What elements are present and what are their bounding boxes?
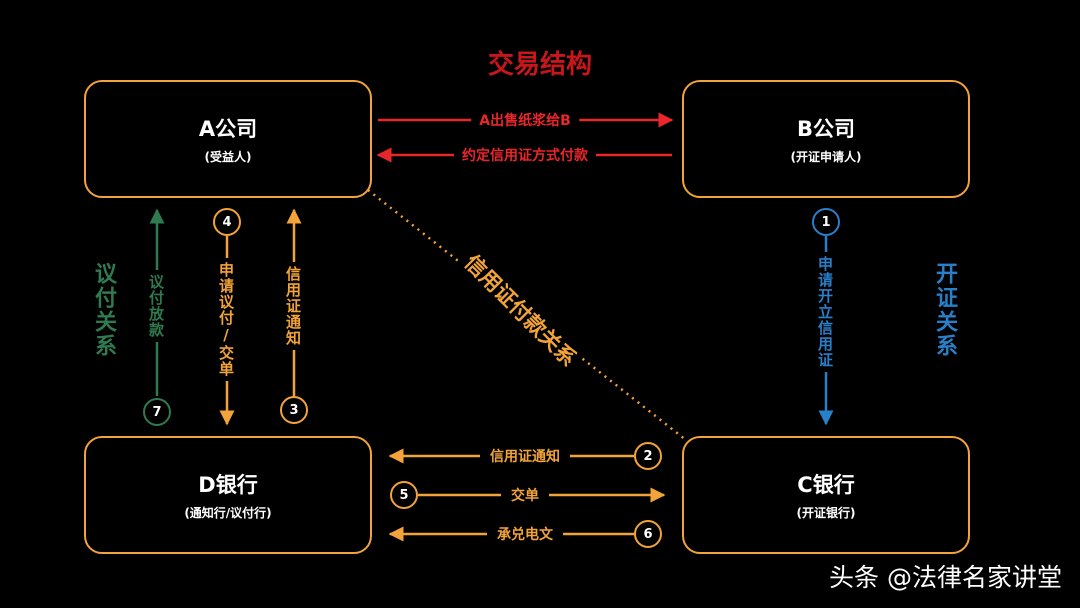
label-d-to-a-payment: 议付放款	[147, 270, 165, 342]
box-b-name: B公司	[796, 117, 855, 141]
label-a-to-b: A出售纸浆给B	[471, 110, 579, 130]
watermark: 头条 @法律名家讲堂	[829, 563, 1062, 592]
box-a-name: A公司	[198, 117, 258, 141]
side-label-issuance: 开证关系	[932, 258, 957, 362]
label-b-to-c-apply: 申请开立信用证	[816, 252, 834, 372]
label-c-to-d-cable: 承兑电文	[487, 524, 563, 544]
label-a-to-d-request: 申请议付/交单	[217, 258, 235, 381]
side-label-negotiation: 议付关系	[91, 258, 116, 362]
dotted-link-a-c	[367, 189, 687, 441]
label-c-to-d-notice: 信用证通知	[480, 446, 570, 466]
box-d-name: D银行	[198, 473, 258, 497]
box-c-bank: C银行 (开证银行)	[682, 436, 970, 554]
label-b-to-a: 约定信用证方式付款	[454, 145, 596, 165]
step-4-badge: 4	[213, 208, 241, 236]
box-a-company: A公司 (受益人)	[84, 80, 372, 198]
box-c-name: C银行	[797, 473, 855, 497]
step-5-badge: 5	[390, 481, 418, 509]
box-d-bank: D银行 (通知行/议付行)	[84, 436, 372, 554]
box-b-role: (开证申请人)	[790, 150, 862, 164]
box-b-company: B公司 (开证申请人)	[682, 80, 970, 198]
step-7-badge: 7	[143, 398, 171, 426]
label-d-to-a-notice: 信用证通知	[284, 262, 302, 350]
step-3-badge: 3	[280, 396, 308, 424]
box-a-role: (受益人)	[204, 150, 252, 164]
label-d-to-c-docs: 交单	[501, 485, 549, 505]
step-1-badge: 1	[812, 208, 840, 236]
box-c-role: (开证银行)	[796, 506, 856, 520]
box-d-role: (通知行/议付行)	[184, 506, 272, 520]
step-6-badge: 6	[634, 520, 662, 548]
step-2-badge: 2	[634, 442, 662, 470]
diagram-title: 交易结构	[487, 50, 592, 80]
